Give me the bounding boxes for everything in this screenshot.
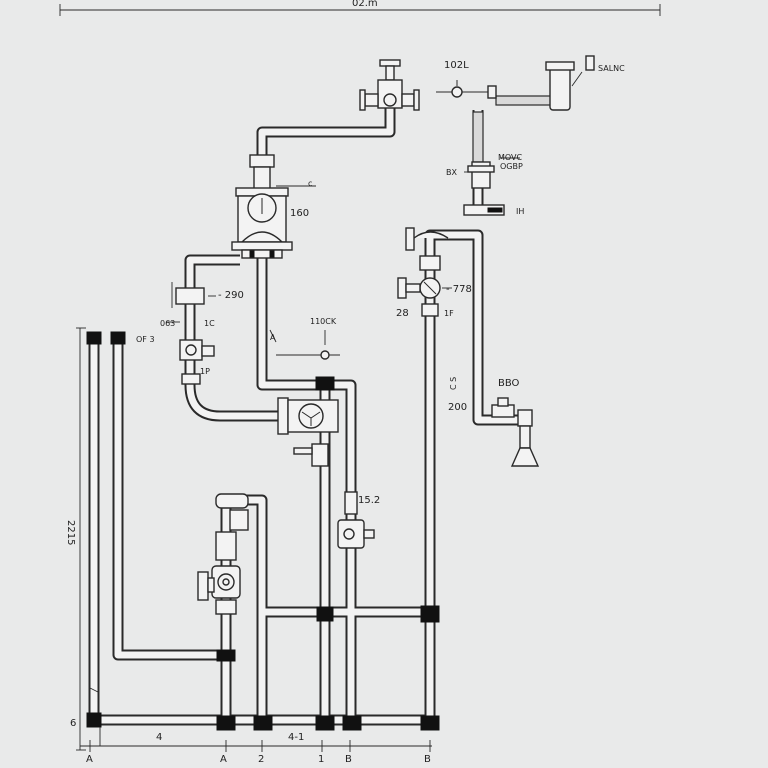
label-c-vertical: C S [449, 377, 458, 390]
pump-unit [231, 154, 316, 259]
bottom-dimension [80, 727, 432, 752]
label-2215: 2215 [65, 520, 76, 545]
axis-label-a1: A [86, 754, 93, 765]
joint-block [342, 715, 362, 731]
nozzle-outlet [491, 397, 540, 467]
joint-block [420, 715, 440, 731]
valve-bx [464, 157, 520, 189]
label-0f3: OF 3 [136, 335, 155, 344]
axis-label-1: 1 [318, 754, 324, 765]
label-4-1: 4-1 [288, 732, 304, 743]
valve-15-2 [337, 491, 375, 549]
gate-valve-top [359, 59, 420, 111]
axis-label-a2: A [220, 754, 227, 765]
joint-block [86, 712, 102, 728]
pipe-left-rail-2 [112, 338, 226, 661]
right-handwheel-valve [397, 227, 452, 317]
label-290: - 290 [218, 290, 244, 301]
upper-left-fittings [166, 282, 216, 385]
joint-blocks [86, 331, 440, 731]
pipe-riser-2 [256, 258, 357, 720]
marker-110ck [269, 329, 340, 360]
label-ogbp: OGBP [500, 162, 523, 171]
label-200: 200 [448, 402, 467, 413]
label-4: 4 [156, 732, 162, 743]
diagram-labels: 102L SALNC c 160 BX MOVC OGBP IH - 290 0… [65, 55, 625, 743]
left-dimension [76, 327, 99, 751]
label-063: 063 [160, 319, 175, 328]
flange-ih [463, 204, 505, 216]
label-1p: 1P [200, 367, 210, 376]
label-salnc: SALNC [598, 64, 625, 73]
hatched-pipe-section [472, 61, 575, 163]
label-6: 6 [70, 718, 76, 729]
joint-block [315, 715, 335, 731]
label-1f: 1F [444, 309, 454, 318]
label-a-mark: A [270, 333, 276, 342]
joint-block [253, 715, 273, 731]
joint-block [110, 331, 126, 345]
gauge-102l [436, 80, 497, 99]
joint-block [216, 715, 236, 731]
label-bx: BX [446, 168, 457, 177]
axis-label-b2: B [424, 754, 431, 765]
label-c: c [308, 179, 312, 188]
joint-block [315, 376, 335, 391]
label-160: 160 [290, 208, 309, 219]
label-1c: 1C [204, 319, 215, 328]
pipe-top-run [256, 95, 396, 190]
joint-block [316, 606, 334, 622]
label-ih: IH [516, 207, 524, 216]
label-778: - 778 [446, 284, 472, 295]
label-102l: 102L [444, 60, 469, 71]
pipe-upper-left [184, 254, 240, 385]
joint-block [420, 605, 440, 623]
joint-block [86, 331, 102, 345]
lower-valve-assembly [197, 493, 249, 615]
top-dimension-label: 02.m [352, 0, 378, 9]
axis-label-2: 2 [258, 754, 264, 765]
centrifugal-pump-middle [277, 397, 339, 467]
top-dimension: 02.m [59, 0, 661, 16]
axis-label-b1: B [345, 754, 352, 765]
label-28: 28 [396, 308, 409, 319]
label-bbo: BBO [498, 378, 520, 389]
label-15-2: 15.2 [358, 495, 380, 506]
axis-labels: A A 2 1 B B [86, 754, 431, 765]
label-movc: MOVC [498, 153, 523, 162]
joint-block [216, 649, 236, 662]
label-110ck: 110CK [310, 317, 337, 326]
